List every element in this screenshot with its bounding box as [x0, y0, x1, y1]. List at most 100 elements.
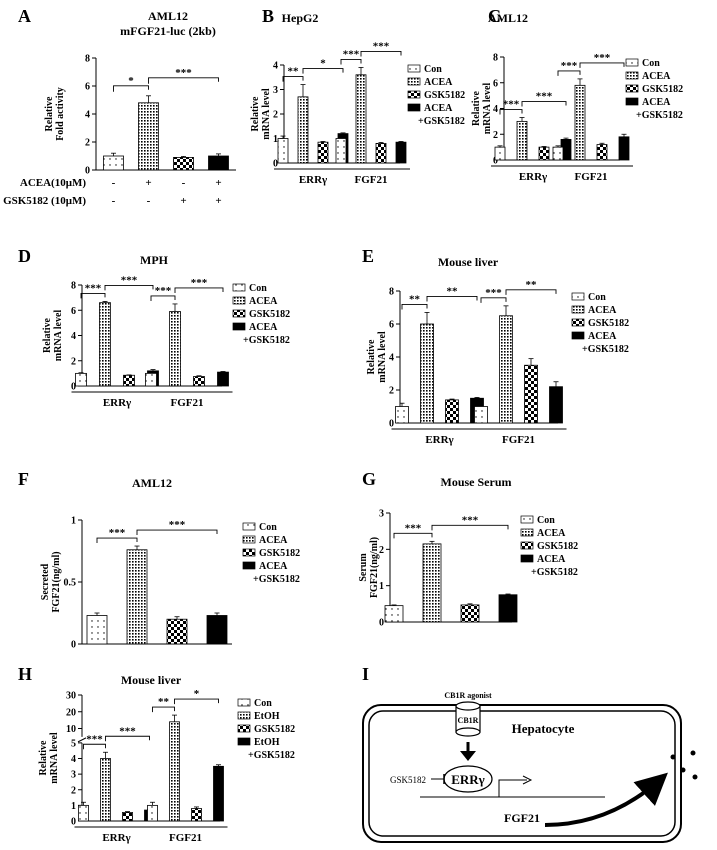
bar	[335, 138, 347, 164]
secreted-fgf21-dot	[670, 754, 676, 760]
legend-label: GSK5182	[259, 548, 300, 559]
significance-bracket	[113, 85, 149, 92]
y-tick-label: 2	[379, 545, 384, 556]
group-label: ERRγ	[103, 397, 131, 409]
group-label: FGF21	[355, 174, 388, 186]
bar	[474, 406, 488, 424]
x-row-mark: +	[180, 195, 186, 207]
receptor-cb1r-bottom	[455, 727, 481, 737]
significance-label: ***	[462, 514, 479, 526]
signal-arrow-head	[460, 751, 476, 761]
y-tick-label: 30	[66, 691, 76, 702]
y-axis-label: SecretedFGF21(ng/ml)	[40, 551, 62, 612]
y-tick-label: 2	[85, 138, 90, 149]
schematic-panel-i: CB1R agonist Hepatocyte CB1R ERRγ GSK518…	[362, 691, 698, 843]
y-axis-label: SerumFGF21(ng/ml)	[358, 537, 380, 598]
transcription-arrow	[498, 779, 527, 797]
legend-label: EtOH	[254, 711, 280, 722]
significance-label: ***	[109, 527, 126, 539]
x-row-mark: -	[182, 177, 186, 189]
group-label: ERRγ	[425, 434, 453, 446]
significance-bracket	[152, 706, 175, 713]
legend-label: ACEA	[588, 331, 617, 342]
bar	[498, 594, 518, 623]
x-row-label: ACEA(10μM)	[20, 177, 86, 189]
y-tick-label: 0	[389, 419, 394, 430]
y-tick-label: 3	[71, 770, 76, 781]
transcription-arrow-head	[522, 775, 533, 785]
panel-letter-a: A	[18, 6, 31, 26]
legend-label: ACEA	[537, 554, 566, 565]
y-tick-label: 2	[71, 785, 76, 796]
significance-bracket	[148, 77, 219, 84]
y-axis-label: RelativemRNA level	[471, 83, 493, 135]
nuclear-receptor-errg-label: ERRγ	[451, 772, 485, 787]
significance-bracket	[480, 297, 507, 303]
y-tick-label: 10	[66, 724, 76, 735]
legend-swatch	[232, 309, 246, 318]
chart-title: Mouse liver	[438, 255, 499, 269]
chart-title: AML12	[148, 9, 188, 23]
x-row-mark: +	[215, 177, 221, 189]
bar	[420, 323, 434, 424]
bar	[166, 618, 188, 645]
y-axis-label-line: Relative	[471, 90, 482, 126]
y-tick-label: 1	[379, 581, 384, 592]
group-label: ERRγ	[519, 171, 547, 183]
y-tick-label: 8	[389, 287, 394, 298]
panel-letter-c: C	[488, 6, 501, 26]
bar	[169, 721, 180, 822]
axis-break-mark	[77, 737, 87, 743]
bar	[145, 372, 157, 387]
legend-swatch	[520, 528, 534, 537]
significance-label: **	[409, 293, 421, 305]
significance-label: **	[526, 279, 538, 291]
significance-label: ***	[561, 60, 578, 72]
y-tick-label: 0	[379, 618, 384, 629]
group-label: ERRγ	[102, 832, 130, 844]
bar	[549, 386, 563, 424]
significance-bracket	[150, 295, 176, 301]
legend-swatch	[571, 292, 585, 301]
y-tick-label: 0.5	[64, 578, 77, 589]
cell-type-label: Hepatocyte	[512, 721, 575, 736]
y-axis-label-line: Relative	[38, 740, 49, 776]
legend-label: ACEA	[249, 322, 278, 333]
group-label: FGF21	[575, 171, 608, 183]
bar	[213, 765, 224, 822]
significance-label: ***	[405, 522, 422, 534]
y-tick-label: 3	[379, 509, 384, 520]
secreted-fgf21-dot	[690, 750, 696, 756]
bar	[103, 155, 124, 171]
legend-swatch	[232, 322, 246, 331]
significance-bracket	[557, 70, 581, 76]
bar	[499, 315, 513, 424]
receptor-cb1r-top	[455, 701, 481, 711]
chart-title: AML12	[488, 11, 528, 25]
y-axis-label: RelativemRNA level	[38, 732, 60, 784]
legend-swatch	[407, 77, 421, 86]
significance-label: ***	[121, 274, 138, 286]
y-axis-label-line: mRNA level	[482, 83, 493, 135]
y-tick-label: 0	[85, 166, 90, 177]
legend-label: +GSK5182	[636, 110, 683, 121]
chart-title: AML12	[132, 476, 172, 490]
y-tick-label: 6	[71, 306, 76, 317]
y-tick-label: 4	[71, 754, 76, 765]
legend-swatch	[237, 724, 251, 733]
panel-letter-b: B	[262, 6, 274, 26]
group-label: FGF21	[169, 832, 202, 844]
x-row-mark: -	[112, 177, 116, 189]
legend-swatch	[232, 283, 246, 292]
legend-label: +GSK5182	[243, 335, 290, 346]
significance-bracket	[505, 289, 557, 295]
secreted-fgf21-dot	[680, 767, 686, 773]
y-tick-label: 1	[71, 516, 76, 527]
significance-label: ***	[86, 733, 103, 745]
panel-letter-d: D	[18, 246, 31, 266]
bar	[596, 144, 608, 161]
significance-bracket	[521, 101, 567, 107]
significance-label: ***	[485, 287, 502, 299]
